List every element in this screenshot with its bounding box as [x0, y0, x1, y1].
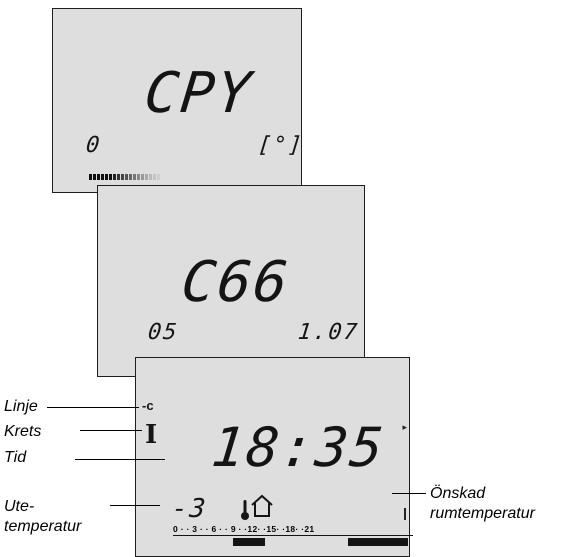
- thermometer-icon: [240, 499, 250, 521]
- label-onskad-line1: Önskad: [430, 485, 486, 502]
- room-temp-marker: [404, 508, 406, 520]
- main-display-text: C66: [178, 250, 293, 315]
- label-onskad-line2: rumtemperatur: [430, 505, 535, 522]
- right-value: [°]: [256, 133, 306, 158]
- hour-scale: 0 · · 3 · · 6 · · 9 · ·12· ·15· ·18· ·21: [173, 524, 315, 534]
- circuit-indicator: I: [145, 420, 158, 450]
- display-panel-bottom: -c I 18:35 ▸ -3 0 · · 3 · · 6 · · 9 · ·1…: [135, 357, 413, 557]
- right-value: 1.07: [296, 320, 361, 345]
- label-ute-line2: temperatur: [4, 518, 82, 535]
- schedule-bar-evening: [348, 538, 408, 546]
- leader-line-ute: [110, 505, 160, 506]
- leader-line-linje: [47, 407, 139, 408]
- leader-line-tid: [75, 459, 165, 460]
- right-marker: ▸: [402, 422, 407, 432]
- schedule-bar-morning: [233, 538, 265, 546]
- leader-line-onskad: [392, 493, 426, 494]
- display-panel-middle: C66 05 1.07: [97, 185, 365, 377]
- display-panel-top: CPY 0 [°]: [52, 8, 306, 193]
- house-icon: [250, 493, 274, 519]
- left-value: 0: [84, 133, 103, 158]
- progress-bar-segments: [89, 174, 160, 180]
- main-display-text: CPY: [141, 61, 256, 126]
- time-display: 18:35: [208, 416, 388, 479]
- outdoor-temp-value: -3: [170, 494, 209, 524]
- label-tid: Tid: [4, 449, 27, 466]
- leader-line-krets: [80, 430, 142, 431]
- left-value: 05: [146, 320, 180, 345]
- label-krets: Krets: [4, 423, 42, 440]
- label-linje: Linje: [4, 398, 38, 415]
- hour-scale-line: [173, 535, 413, 536]
- line-indicator: -c: [142, 398, 154, 413]
- label-ute-line1: Ute-: [4, 498, 35, 515]
